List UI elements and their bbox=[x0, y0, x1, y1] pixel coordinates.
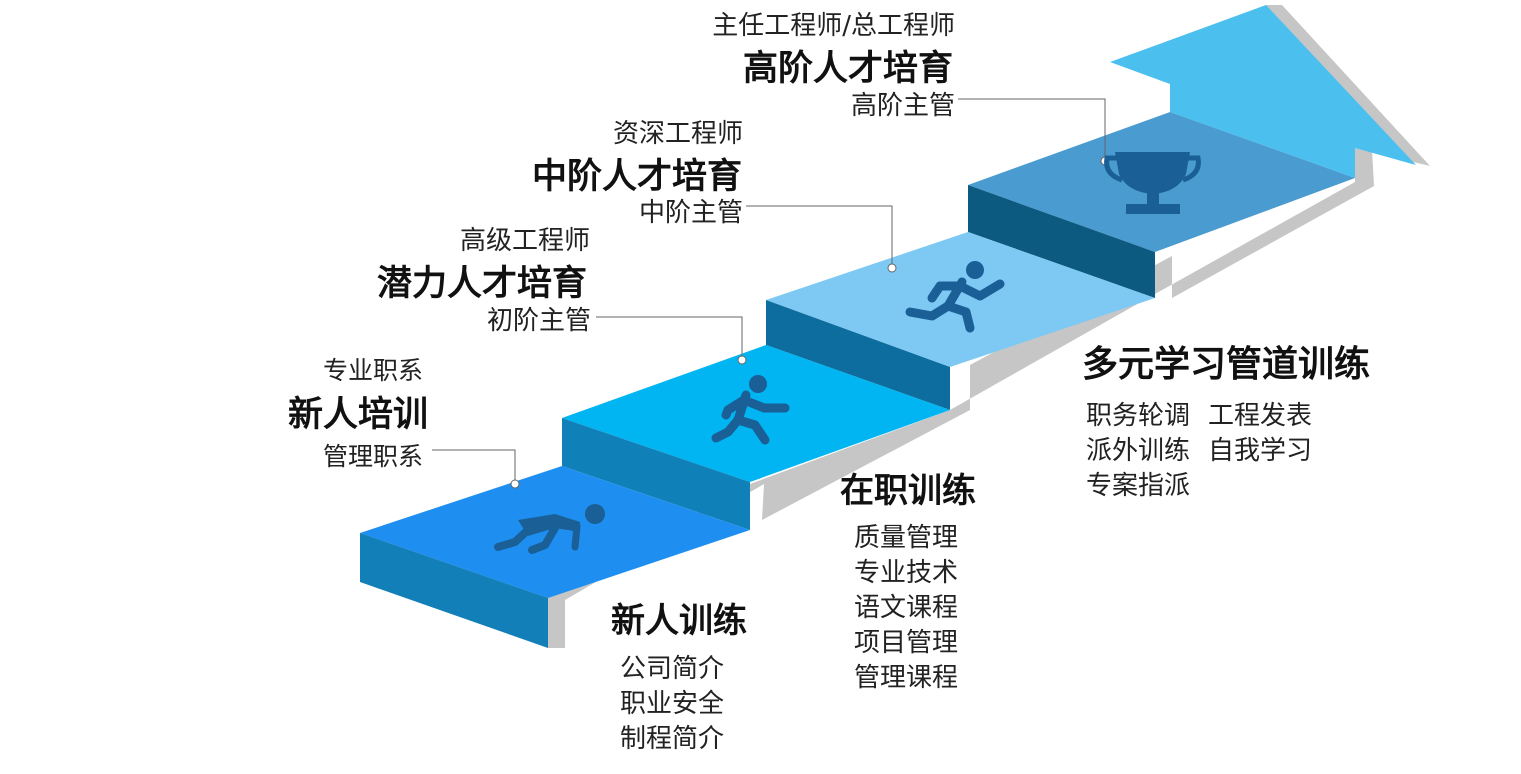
training3-item: 自我学习 bbox=[1208, 436, 1313, 466]
level2-title: 潜力人才培育 bbox=[376, 264, 587, 304]
level1-top-label: 专业职系 bbox=[322, 356, 423, 385]
training3-title: 多元学习管道训练 bbox=[1082, 344, 1371, 385]
training3-item: 工程发表 bbox=[1208, 401, 1313, 431]
leader-line-3 bbox=[746, 205, 893, 268]
level2-top-label: 高级工程师 bbox=[459, 226, 590, 256]
training2-item: 质量管理 bbox=[854, 523, 959, 553]
trophy-icon bbox=[1104, 152, 1201, 214]
level2-bottom-label: 初阶主管 bbox=[486, 306, 591, 336]
step4-front bbox=[968, 185, 1155, 298]
level4-top-label: 主任工程师/总工程师 bbox=[712, 11, 955, 41]
step2-top bbox=[562, 345, 950, 482]
level1-bottom-label: 管理职系 bbox=[322, 442, 423, 471]
leader-line-4 bbox=[958, 98, 1106, 161]
walking-person-icon bbox=[711, 375, 790, 445]
training3-list: 职务轮调 工程发表 派外训练 自我学习 专案指派 bbox=[1086, 399, 1312, 504]
level4-title: 高阶人才培育 bbox=[742, 49, 953, 89]
training2-list: 质量管理 专业技术 语文课程 项目管理 管理课程 bbox=[854, 521, 958, 696]
level4-bottom-label: 高阶主管 bbox=[850, 91, 955, 121]
step1-front bbox=[360, 533, 548, 648]
training1-item: 制程简介 bbox=[620, 724, 725, 754]
training2-item: 项目管理 bbox=[854, 628, 959, 658]
crouching-runner-icon bbox=[494, 504, 605, 554]
leader-dot-3 bbox=[887, 263, 897, 273]
leader-dot-1 bbox=[510, 479, 520, 489]
step3-front bbox=[766, 300, 950, 410]
running-person-icon bbox=[905, 261, 1005, 333]
step3-top bbox=[766, 232, 1155, 367]
leader-line-2 bbox=[596, 316, 743, 360]
training1-title: 新人训练 bbox=[611, 601, 747, 641]
training2-title: 在职训练 bbox=[840, 471, 976, 511]
arrow-head bbox=[1110, 5, 1416, 178]
training1-item: 职业安全 bbox=[620, 689, 725, 719]
leader-dot-2 bbox=[737, 355, 747, 365]
training1-list: 公司简介 职业安全 制程简介 bbox=[620, 652, 724, 757]
training3-item: 专案指派 bbox=[1086, 471, 1191, 501]
level3-bottom-label: 中阶主管 bbox=[638, 198, 743, 228]
training2-item: 管理课程 bbox=[854, 663, 959, 693]
training2-item: 语文课程 bbox=[854, 593, 959, 623]
step2-front bbox=[562, 418, 750, 530]
level1-title: 新人培训 bbox=[287, 395, 428, 435]
training2-item: 专业技术 bbox=[854, 558, 959, 588]
level3-top-label: 资深工程师 bbox=[612, 119, 743, 149]
level3-title: 中阶人才培育 bbox=[531, 157, 742, 197]
leader-line-1 bbox=[432, 449, 516, 484]
training3-item: 派外训练 bbox=[1086, 436, 1191, 466]
training1-item: 公司简介 bbox=[620, 654, 725, 684]
training3-item: 职务轮调 bbox=[1086, 401, 1191, 431]
